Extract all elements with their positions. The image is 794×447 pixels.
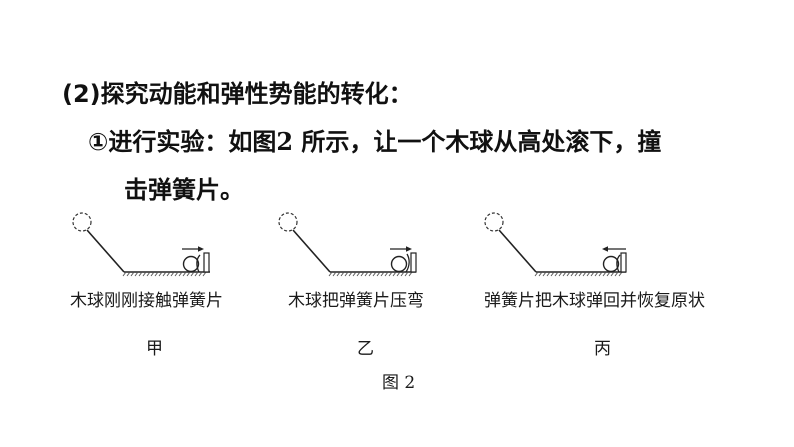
arrow-right-icon [198,246,204,252]
panel-jia-caption: 木球刚刚接触弹簧片 [70,291,223,311]
ramp-diagram-bing [484,212,627,277]
panel-bing-diagram [480,208,660,288]
step-1-line-2: 击弹簧片。 [124,176,244,204]
spring-leaf [616,254,621,273]
wooden-ball [602,255,620,273]
starting-ball-dashed [278,212,298,232]
wooden-ball [390,255,408,273]
step-marker: ① [88,128,109,156]
spring-leaf-bent [405,253,410,273]
panel-bing-caption: 弹簧片把木球弹回并恢复原状 [484,291,705,311]
ramp-slope [498,229,537,273]
figure-label: 图 2 [382,373,416,393]
wall-block [203,252,210,273]
step-lead-text: 进行实验：如图 [108,128,277,156]
ramp-slope [86,229,125,273]
ramp-slope [292,229,331,273]
spring-leaf [196,254,201,273]
ground-hatching [328,271,413,277]
arrow-left-icon [602,246,608,252]
wall-block [410,252,417,273]
question-heading: (2)探究动能和弹性势能的转化： [62,80,413,108]
wall-block [620,252,627,273]
panel-jia-diagram [68,208,248,288]
starting-ball-dashed [72,212,92,232]
panel-yi-diagram [274,208,454,288]
step-1-line-1: ①进行实验：如图2 所示，让一个木球从高处滚下，撞 [88,126,661,158]
starting-ball-dashed [484,212,504,232]
panel-yi-caption: 木球把弹簧片压弯 [288,291,424,311]
ramp-diagram-yi [278,212,417,277]
ground-hatching [534,271,623,277]
ground-hatching [122,271,207,277]
panel-yi-label: 乙 [357,339,374,359]
arrow-right-icon [406,246,412,252]
panel-bing-label: 丙 [594,339,611,359]
panel-jia-label: 甲 [146,339,163,359]
ramp-diagram-jia [72,212,210,277]
figure-number: 2 [276,127,294,156]
step-rest-text: 所示，让一个木球从高处滚下，撞 [293,128,662,156]
wooden-ball [182,255,200,273]
